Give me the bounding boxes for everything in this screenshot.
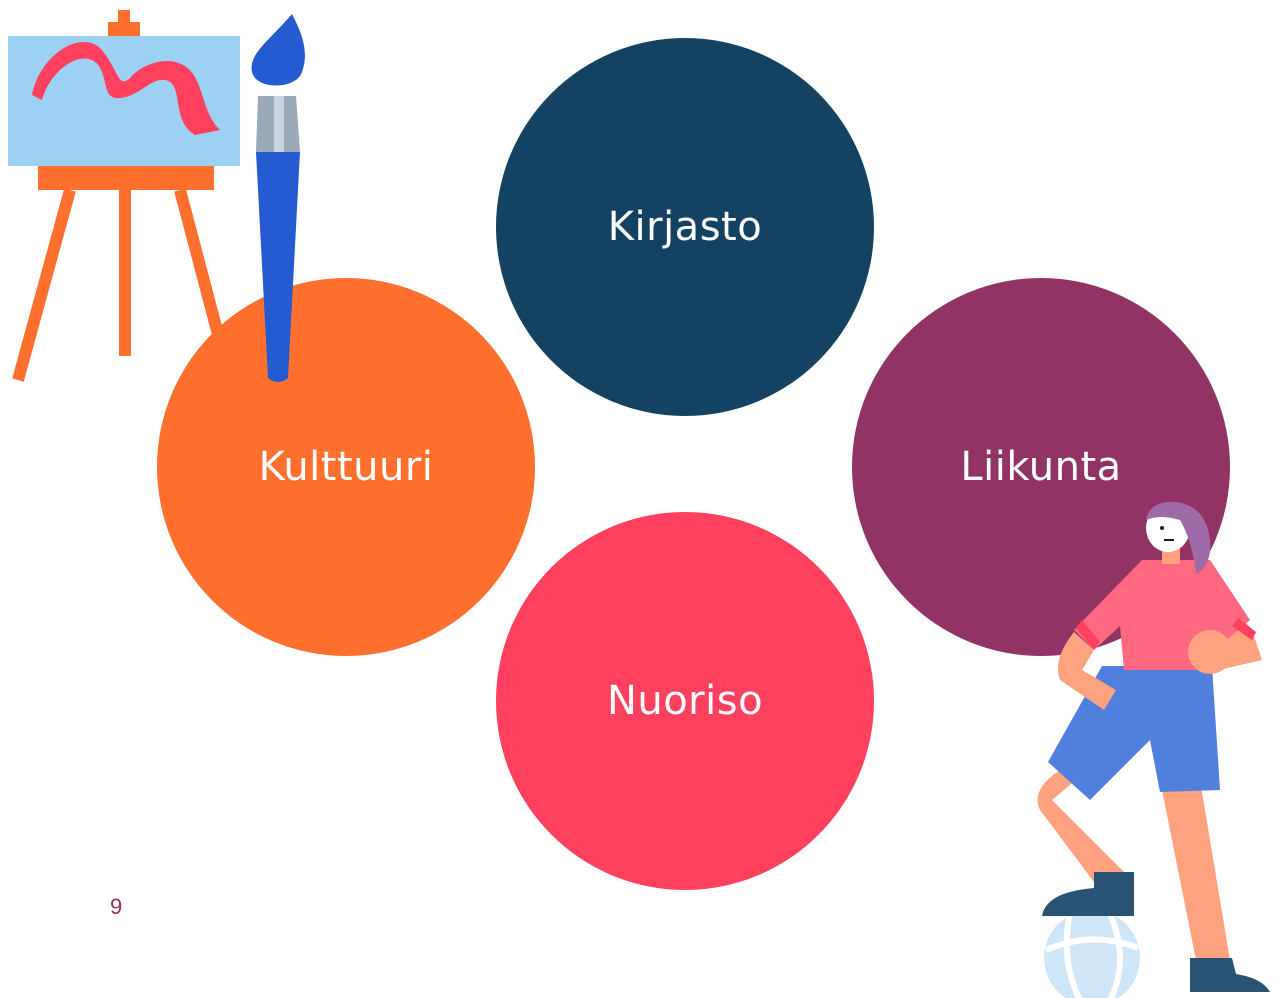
circle-label-liikunta: Liikunta [960, 444, 1122, 490]
paintbrush-icon [251, 14, 305, 382]
circle-nuoriso: Nuoriso [496, 512, 874, 890]
circle-label-kulttuuri: Kulttuuri [258, 444, 434, 490]
circle-kulttuuri: Kulttuuri [157, 278, 535, 656]
circle-kirjasto: Kirjasto [496, 38, 874, 416]
circle-label-kirjasto: Kirjasto [607, 204, 763, 250]
circle-label-nuoriso: Nuoriso [606, 678, 764, 724]
page-number: 9 [110, 894, 123, 919]
circle-liikunta: Liikunta [852, 278, 1230, 656]
